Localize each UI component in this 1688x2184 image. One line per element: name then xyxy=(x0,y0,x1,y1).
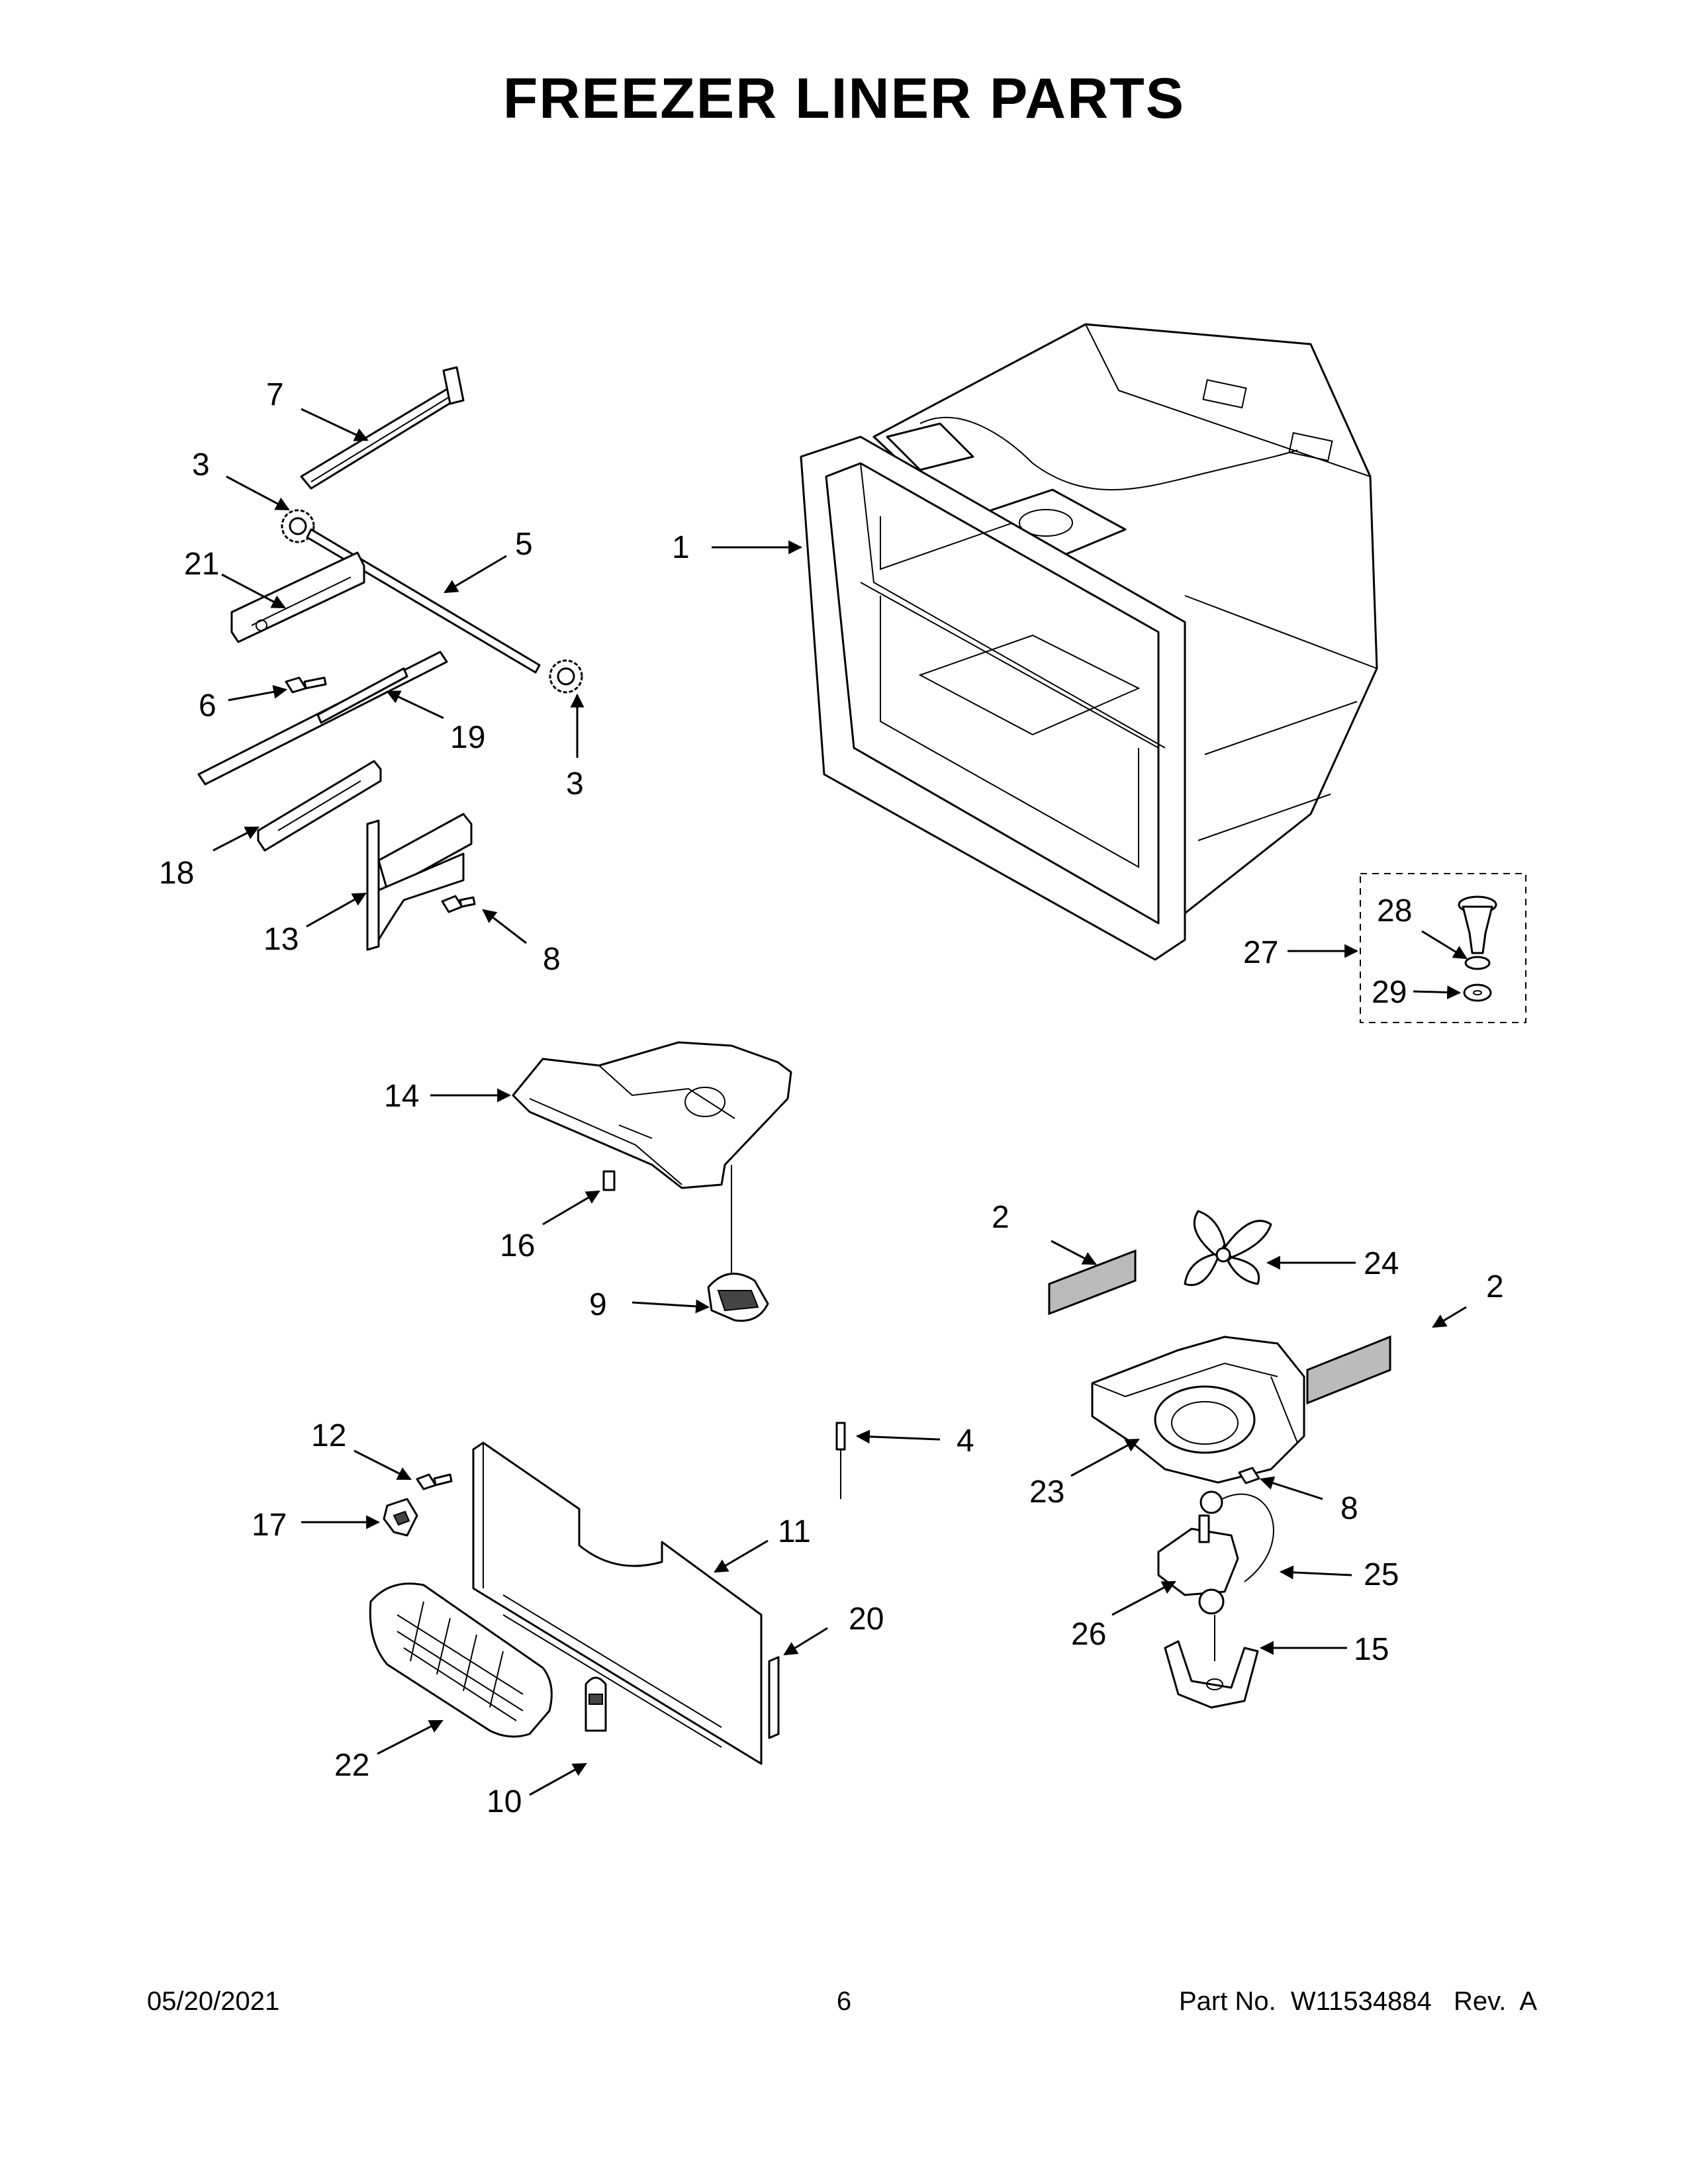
fan-shroud-part xyxy=(1091,1336,1305,1484)
screw-part-middle xyxy=(441,895,476,913)
callout-24: 24 xyxy=(1364,1246,1399,1281)
callout-29: 29 xyxy=(1372,975,1407,1010)
thermistor-part xyxy=(383,1498,418,1537)
lower-rail-part xyxy=(257,760,382,852)
callout-3-lower: 3 xyxy=(566,766,584,801)
sensor-probe-part xyxy=(835,1422,846,1499)
wire-harness-part xyxy=(1199,1490,1274,1582)
slide-rail-part xyxy=(300,366,465,490)
motor-bracket-part xyxy=(1164,1615,1259,1709)
callout-27: 27 xyxy=(1243,935,1278,970)
callout-9: 9 xyxy=(589,1287,607,1322)
callout-8-right: 8 xyxy=(1340,1491,1358,1526)
callout-26: 26 xyxy=(1071,1617,1106,1652)
callout-18: 18 xyxy=(159,856,194,891)
clip-part xyxy=(602,1170,616,1191)
callout-4: 4 xyxy=(957,1424,974,1459)
fan-blade-part xyxy=(1184,1210,1272,1286)
drain-oring-part xyxy=(1464,956,1491,970)
ice-bin-tray-part xyxy=(512,1041,792,1189)
callout-13: 13 xyxy=(263,922,299,957)
callout-6: 6 xyxy=(199,688,216,723)
callout-12: 12 xyxy=(311,1418,346,1453)
footer-part-number: Part No. W11534884 Rev. A xyxy=(1178,1987,1537,2016)
footer-page-number: 6 xyxy=(836,1987,852,2016)
rear-panel-part xyxy=(472,1441,763,1765)
fan-motor-part xyxy=(1157,1514,1239,1615)
insulation-pad-right-part xyxy=(1306,1335,1391,1405)
callout-21: 21 xyxy=(184,547,219,582)
gear-part-lower xyxy=(549,659,583,694)
front-grille-part xyxy=(369,1582,553,1738)
callout-28: 28 xyxy=(1377,893,1412,929)
callout-8-left: 8 xyxy=(543,942,561,977)
callout-1: 1 xyxy=(672,530,690,565)
footer-date: 05/20/2021 xyxy=(147,1987,280,2016)
callout-3-upper: 3 xyxy=(192,447,210,482)
freezer-liner-part xyxy=(800,323,1378,961)
drain-assembly-part xyxy=(1360,873,1526,1023)
page-title: FREEZER LINER PARTS xyxy=(502,67,1186,130)
callout-5: 5 xyxy=(515,527,533,562)
callout-19: 19 xyxy=(450,720,485,755)
callout-15: 15 xyxy=(1354,1632,1389,1667)
callout-14: 14 xyxy=(384,1079,419,1114)
callout-2-right: 2 xyxy=(1486,1269,1504,1304)
callout-10: 10 xyxy=(487,1784,522,1819)
sensor-clip-part xyxy=(585,1676,607,1732)
callout-leaders xyxy=(212,408,1468,1796)
callout-labels: 1 2 2 3 3 4 5 6 7 8 8 9 10 11 12 13 14 1… xyxy=(159,377,1504,1819)
insulation-pad-left-part xyxy=(1048,1249,1137,1316)
callout-2-left: 2 xyxy=(992,1200,1009,1235)
gasket-strip-part xyxy=(768,1656,780,1739)
callout-16: 16 xyxy=(500,1228,535,1263)
callout-23: 23 xyxy=(1029,1475,1064,1510)
side-bracket-part xyxy=(366,813,473,951)
motor-part xyxy=(707,1165,769,1322)
drain-washer-part xyxy=(1463,983,1492,1002)
gear-part-upper xyxy=(281,509,315,543)
shaft-part xyxy=(306,528,541,674)
callout-22: 22 xyxy=(334,1748,369,1783)
screw-part-upper xyxy=(285,676,327,694)
callout-11: 11 xyxy=(778,1514,811,1549)
drawer-rail-part xyxy=(197,651,448,786)
slide-bracket-part xyxy=(230,551,365,643)
screw-part-right xyxy=(1238,1467,1260,1484)
callout-20: 20 xyxy=(849,1602,884,1637)
callout-7: 7 xyxy=(266,377,284,412)
screw-part-left xyxy=(416,1473,453,1490)
callout-17: 17 xyxy=(252,1508,287,1543)
callout-25: 25 xyxy=(1364,1557,1399,1592)
